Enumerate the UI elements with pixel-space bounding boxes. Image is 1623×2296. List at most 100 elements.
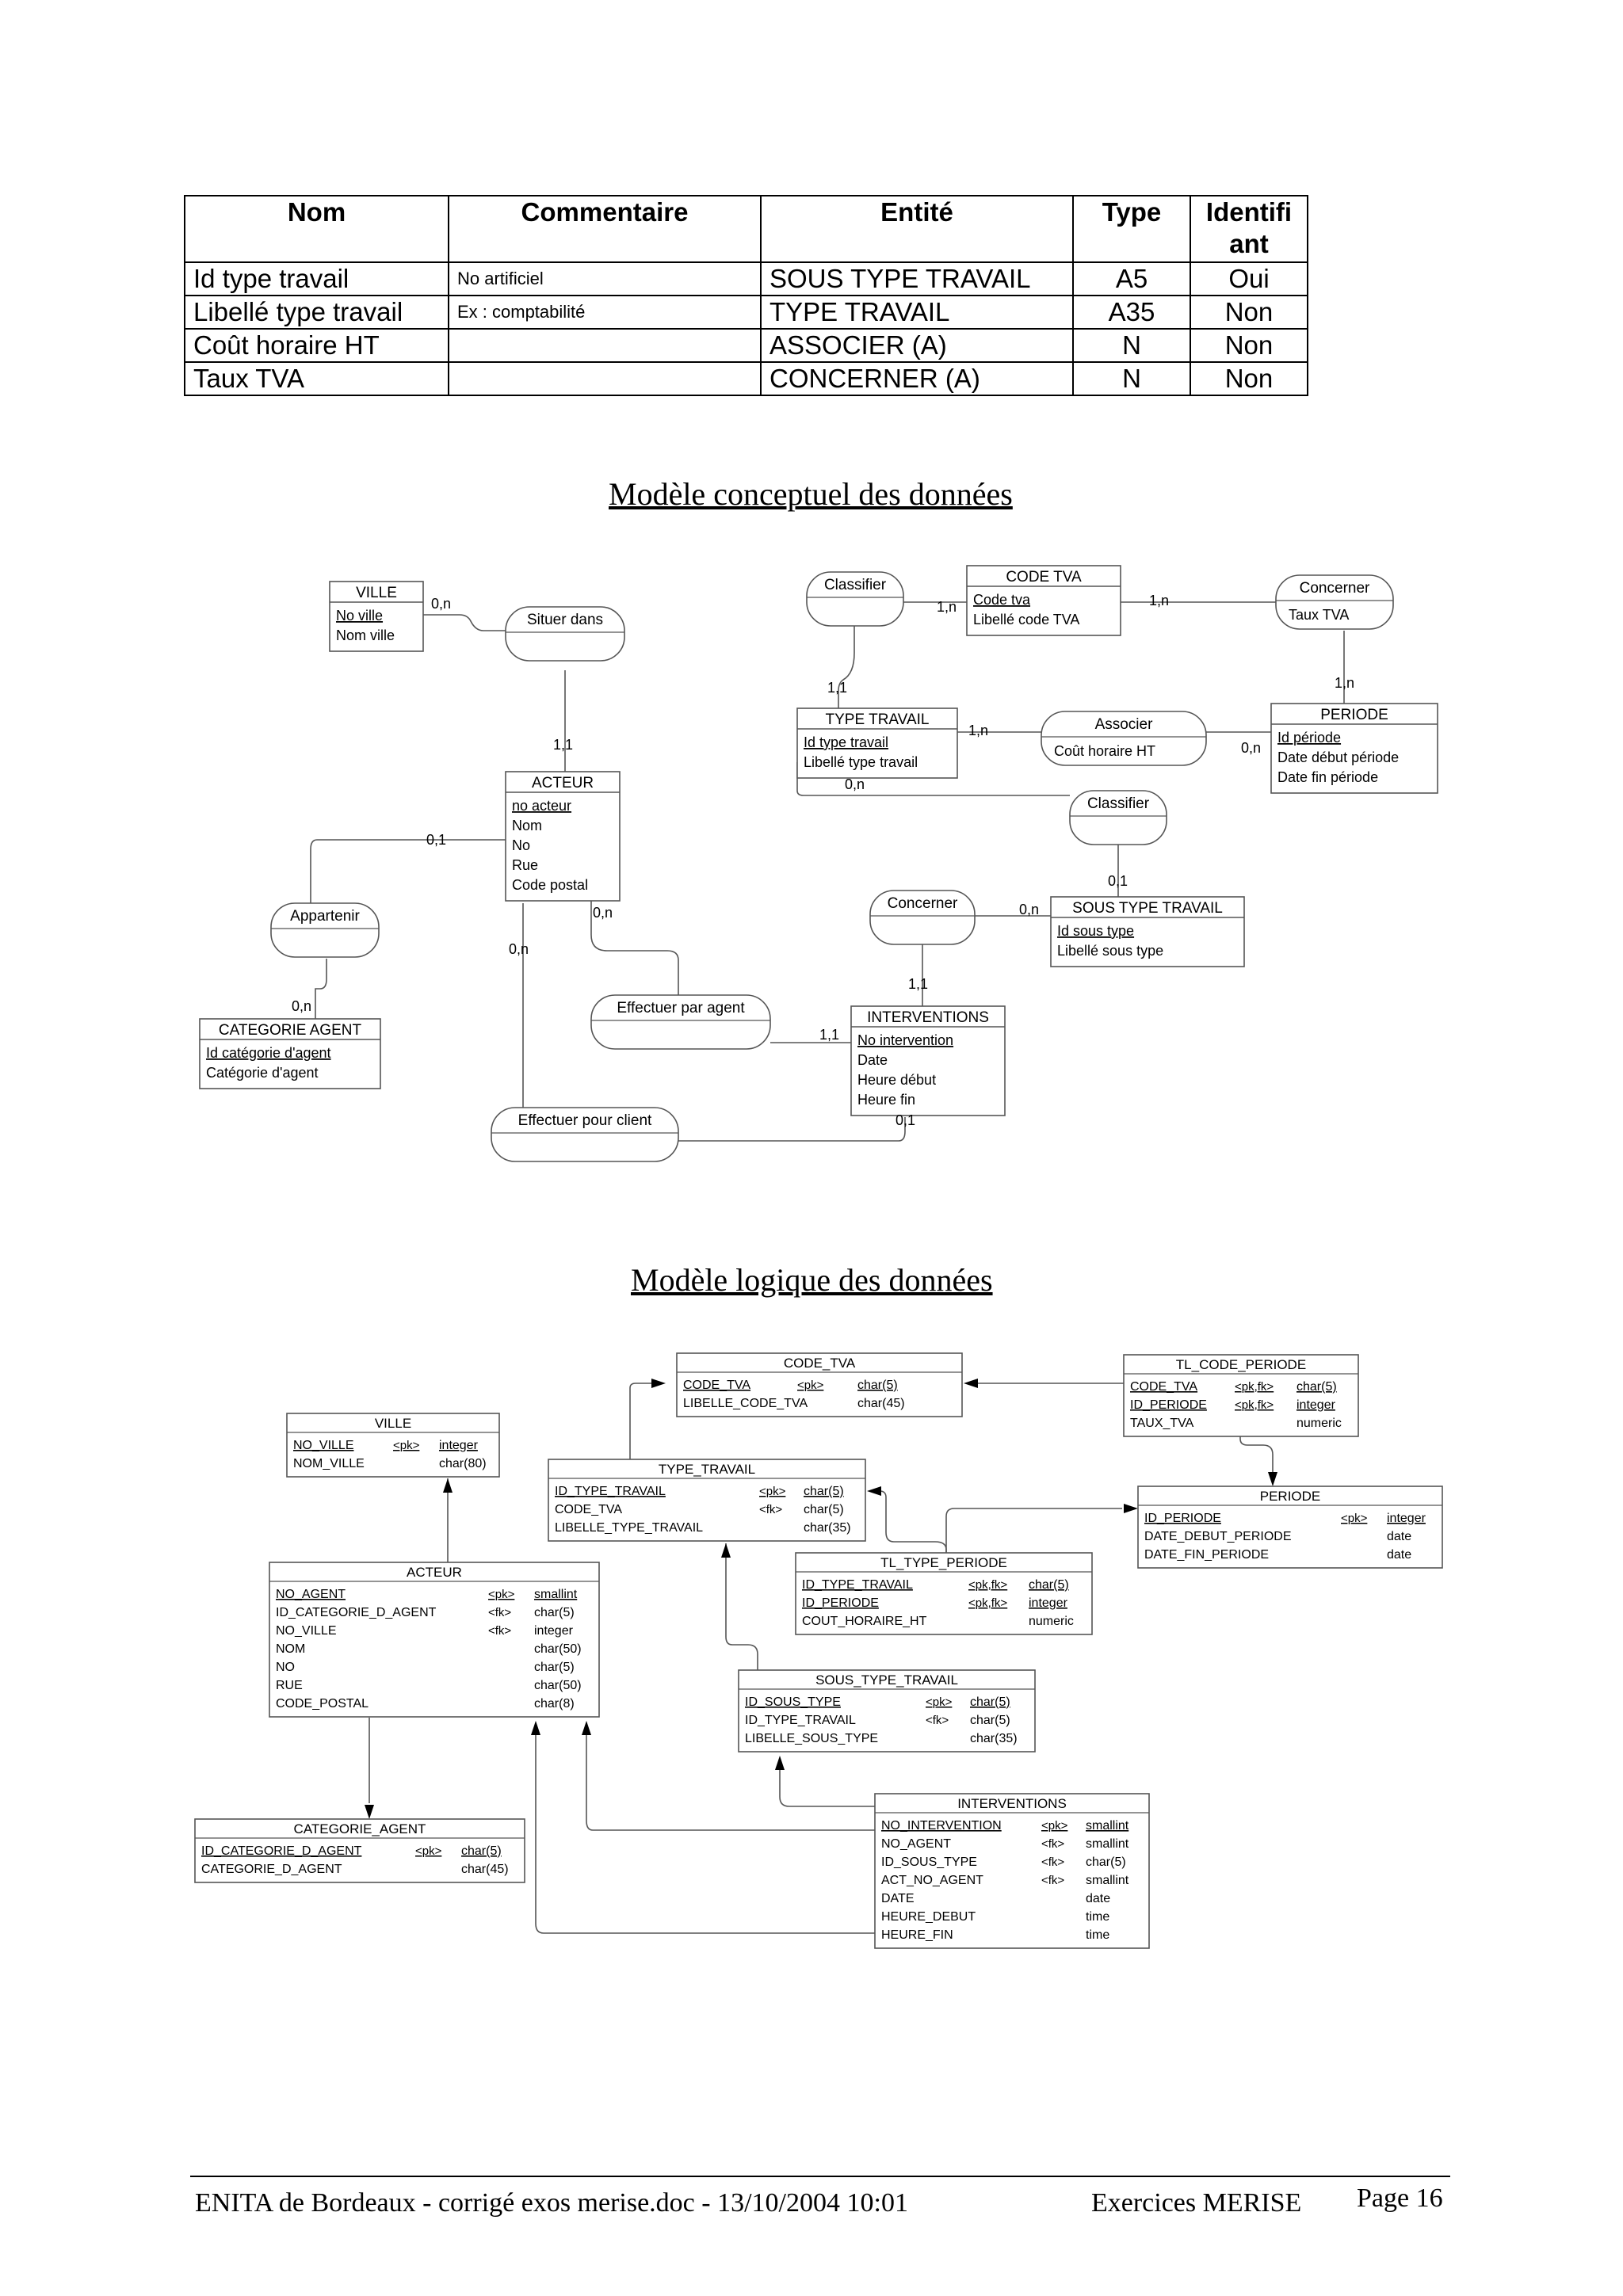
column-type: time xyxy=(1086,1910,1109,1924)
foreign-key-line xyxy=(725,1543,758,1670)
column-name: DATE xyxy=(881,1892,914,1905)
mld-title: Modèle logique des données xyxy=(631,1262,993,1298)
column-name: CATEGORIE_D_AGENT xyxy=(201,1863,342,1876)
cell-type: A5 xyxy=(1072,261,1191,296)
entity-attribute: Libellé code TVA xyxy=(973,612,1079,627)
entity-attribute: Date fin période xyxy=(1277,769,1378,785)
entity-identifier: No intervention xyxy=(857,1032,953,1048)
entity-attribute: Date début période xyxy=(1277,749,1399,765)
association-oval xyxy=(1275,574,1394,630)
column-name: NOM_VILLE xyxy=(293,1457,365,1470)
column-name: DATE_FIN_PERIODE xyxy=(1144,1548,1269,1562)
column-name: HEURE_FIN xyxy=(881,1928,953,1942)
entity-box xyxy=(796,707,958,779)
association-name: Classifier xyxy=(824,577,887,593)
primary-key-column: ID_PERIODE xyxy=(1144,1512,1221,1525)
column-name: NOM xyxy=(276,1642,305,1656)
association-name: Effectuer pour client xyxy=(518,1112,652,1129)
table-box xyxy=(676,1352,963,1417)
entity-box xyxy=(329,581,424,652)
key-marker: <fk> xyxy=(1041,1837,1064,1851)
column-type: smallint xyxy=(1086,1819,1129,1833)
column-name: ID_SOUS_TYPE xyxy=(881,1855,977,1869)
association-name: Appartenir xyxy=(290,908,360,925)
entity-attribute: Libellé type travail xyxy=(804,754,918,770)
primary-key-column: ID_PERIODE xyxy=(1130,1398,1207,1412)
relationship-line xyxy=(315,959,327,1019)
entity-identifier: Id période xyxy=(1277,730,1341,746)
cell-commentaire: No artificiel xyxy=(448,261,762,296)
reference-arrow xyxy=(775,1756,785,1770)
cardinality-label: 1,n xyxy=(1149,593,1169,608)
cell-identifiant: Oui xyxy=(1190,261,1308,296)
key-marker: <fk> xyxy=(759,1503,782,1516)
cardinality-label: 0,n xyxy=(292,998,311,1014)
column-type: char(5) xyxy=(534,1606,575,1619)
column-name: TAUX_TVA xyxy=(1130,1417,1194,1430)
primary-key-column: NO_INTERVENTION xyxy=(881,1819,1002,1833)
column-name: NO_AGENT xyxy=(881,1837,951,1851)
association-attribute: Coût horaire HT xyxy=(1054,743,1155,759)
column-name: HEURE_DEBUT xyxy=(881,1910,976,1924)
table-row: Taux TVA CONCERNER (A) N Non xyxy=(184,361,1308,396)
header-commentaire: Commentaire xyxy=(448,195,762,263)
cell-nom: Taux TVA xyxy=(184,361,449,396)
relationship-line xyxy=(838,626,855,708)
association-oval xyxy=(1069,790,1167,845)
primary-key-column: ID_PERIODE xyxy=(802,1596,879,1610)
table-box xyxy=(269,1562,600,1718)
column-type: char(5) xyxy=(970,1714,1010,1727)
entity-attribute: Catégorie d'agent xyxy=(206,1065,319,1081)
key-marker: <pk,fk> xyxy=(968,1578,1007,1592)
column-type: char(5) xyxy=(1296,1380,1337,1394)
column-name: ACT_NO_AGENT xyxy=(881,1874,983,1887)
cardinality-label: 0,1 xyxy=(426,832,446,848)
primary-key-column: CODE_TVA xyxy=(683,1379,750,1392)
cardinality-label: 0,1 xyxy=(896,1112,915,1128)
association-name: Associer xyxy=(1095,716,1154,733)
reference-arrow xyxy=(964,1379,978,1388)
foreign-key-line xyxy=(586,1730,875,1831)
column-name: CODE_TVA xyxy=(555,1503,622,1516)
entity-box xyxy=(505,771,621,902)
column-type: char(5) xyxy=(857,1379,898,1392)
column-type: integer xyxy=(1387,1512,1426,1525)
column-name: NO_VILLE xyxy=(276,1624,336,1638)
foreign-key-line xyxy=(1239,1423,1274,1472)
entity-name: CATEGORIE AGENT xyxy=(219,1022,362,1039)
cardinality-label: 1,n xyxy=(968,723,988,738)
reference-arrow xyxy=(721,1543,731,1558)
entity-name: CODE TVA xyxy=(1006,569,1082,585)
relationship-line xyxy=(310,839,506,903)
cell-type: N xyxy=(1072,328,1191,363)
entity-name: SOUS TYPE TRAVAIL xyxy=(1072,900,1223,917)
column-type: integer xyxy=(439,1439,479,1452)
header-entite: Entité xyxy=(760,195,1074,263)
table-box xyxy=(795,1552,1093,1635)
association-oval xyxy=(270,902,380,958)
key-marker: <fk> xyxy=(1041,1855,1064,1869)
table-box xyxy=(1123,1354,1359,1437)
entity-identifier: No ville xyxy=(336,608,383,624)
entity-identifier: no acteur xyxy=(512,798,571,814)
column-type: char(5) xyxy=(970,1695,1010,1709)
column-type: char(50) xyxy=(534,1642,582,1656)
cardinality-label: 1,n xyxy=(1335,675,1354,691)
column-type: date xyxy=(1387,1548,1411,1562)
association-oval xyxy=(491,1107,679,1162)
cardinality-label: 0,n xyxy=(509,941,529,957)
entity-attribute: Heure fin xyxy=(857,1092,915,1108)
column-type: smallint xyxy=(1086,1837,1129,1851)
entity-attribute: Date xyxy=(857,1052,888,1068)
cardinality-label: 0,1 xyxy=(1108,873,1128,889)
column-type: char(45) xyxy=(461,1863,509,1876)
table-box xyxy=(874,1793,1150,1949)
mcd-title: Modèle conceptuel des données xyxy=(609,476,1013,512)
cardinality-label: 1,1 xyxy=(827,680,847,696)
relationship-line xyxy=(423,614,507,631)
cardinality-label: 0,n xyxy=(1019,902,1039,917)
table-name: TYPE_TRAVAIL xyxy=(659,1462,755,1477)
column-type: char(50) xyxy=(534,1679,582,1692)
table-box xyxy=(1137,1486,1443,1569)
entity-box xyxy=(966,565,1121,636)
